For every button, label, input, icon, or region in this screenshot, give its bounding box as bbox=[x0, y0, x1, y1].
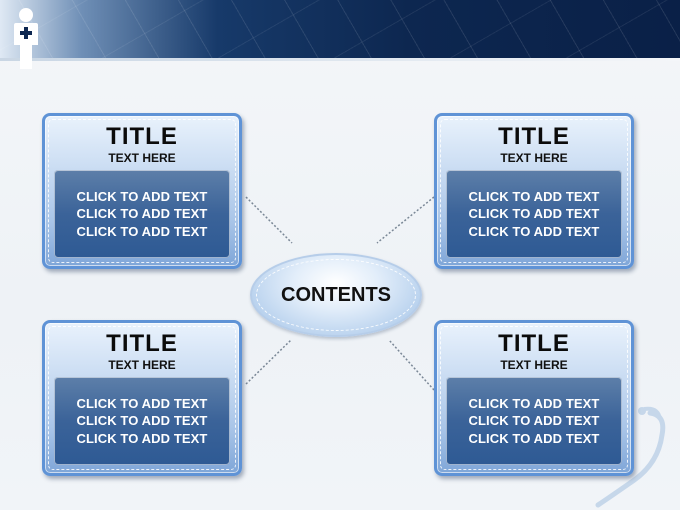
center-contents-ellipse[interactable]: CONTENTS bbox=[250, 253, 422, 337]
card-subtitle[interactable]: TEXT HERE bbox=[500, 358, 568, 372]
card-title[interactable]: TITLE bbox=[106, 330, 178, 357]
card-top-left[interactable]: TITLE TEXT HERE CLICK TO ADD TEXT CLICK … bbox=[42, 113, 242, 269]
card-subtitle[interactable]: TEXT HERE bbox=[108, 358, 176, 372]
card-title[interactable]: TITLE bbox=[498, 123, 570, 150]
card-title[interactable]: TITLE bbox=[498, 330, 570, 357]
card-top-right[interactable]: TITLE TEXT HERE CLICK TO ADD TEXT CLICK … bbox=[434, 113, 634, 269]
connector-top-left bbox=[245, 196, 293, 244]
card-text-line[interactable]: CLICK TO ADD TEXT bbox=[468, 430, 600, 446]
card-text-line[interactable]: CLICK TO ADD TEXT bbox=[76, 430, 208, 446]
stethoscope-icon bbox=[595, 406, 666, 508]
card-text-line[interactable]: CLICK TO ADD TEXT bbox=[76, 223, 208, 239]
card-text-line[interactable]: CLICK TO ADD TEXT bbox=[468, 206, 600, 222]
card-subtitle[interactable]: TEXT HERE bbox=[108, 151, 176, 165]
connector-top-right bbox=[376, 196, 435, 244]
card-bottom-right[interactable]: TITLE TEXT HERE CLICK TO ADD TEXT CLICK … bbox=[434, 320, 634, 476]
connector-bottom-left bbox=[245, 339, 292, 385]
card-text-line[interactable]: CLICK TO ADD TEXT bbox=[468, 395, 600, 411]
card-text-line[interactable]: CLICK TO ADD TEXT bbox=[76, 413, 208, 429]
header-banner bbox=[0, 0, 680, 60]
card-text-line[interactable]: CLICK TO ADD TEXT bbox=[76, 395, 208, 411]
center-label[interactable]: CONTENTS bbox=[281, 283, 391, 306]
card-text-area[interactable]: CLICK TO ADD TEXT CLICK TO ADD TEXT CLIC… bbox=[54, 377, 230, 465]
header-grid-pattern bbox=[0, 0, 680, 60]
medical-person-icon bbox=[14, 8, 38, 69]
card-text-line[interactable]: CLICK TO ADD TEXT bbox=[468, 188, 600, 204]
card-text-line[interactable]: CLICK TO ADD TEXT bbox=[468, 413, 600, 429]
card-subtitle[interactable]: TEXT HERE bbox=[500, 151, 568, 165]
card-text-area[interactable]: CLICK TO ADD TEXT CLICK TO ADD TEXT CLIC… bbox=[446, 170, 622, 258]
card-text-area[interactable]: CLICK TO ADD TEXT CLICK TO ADD TEXT CLIC… bbox=[446, 377, 622, 465]
card-text-area[interactable]: CLICK TO ADD TEXT CLICK TO ADD TEXT CLIC… bbox=[54, 170, 230, 258]
connector-bottom-right bbox=[388, 339, 435, 391]
header-divider bbox=[0, 58, 680, 61]
card-title[interactable]: TITLE bbox=[106, 123, 178, 150]
card-text-line[interactable]: CLICK TO ADD TEXT bbox=[468, 223, 600, 239]
card-bottom-left[interactable]: TITLE TEXT HERE CLICK TO ADD TEXT CLICK … bbox=[42, 320, 242, 476]
card-text-line[interactable]: CLICK TO ADD TEXT bbox=[76, 206, 208, 222]
card-text-line[interactable]: CLICK TO ADD TEXT bbox=[76, 188, 208, 204]
